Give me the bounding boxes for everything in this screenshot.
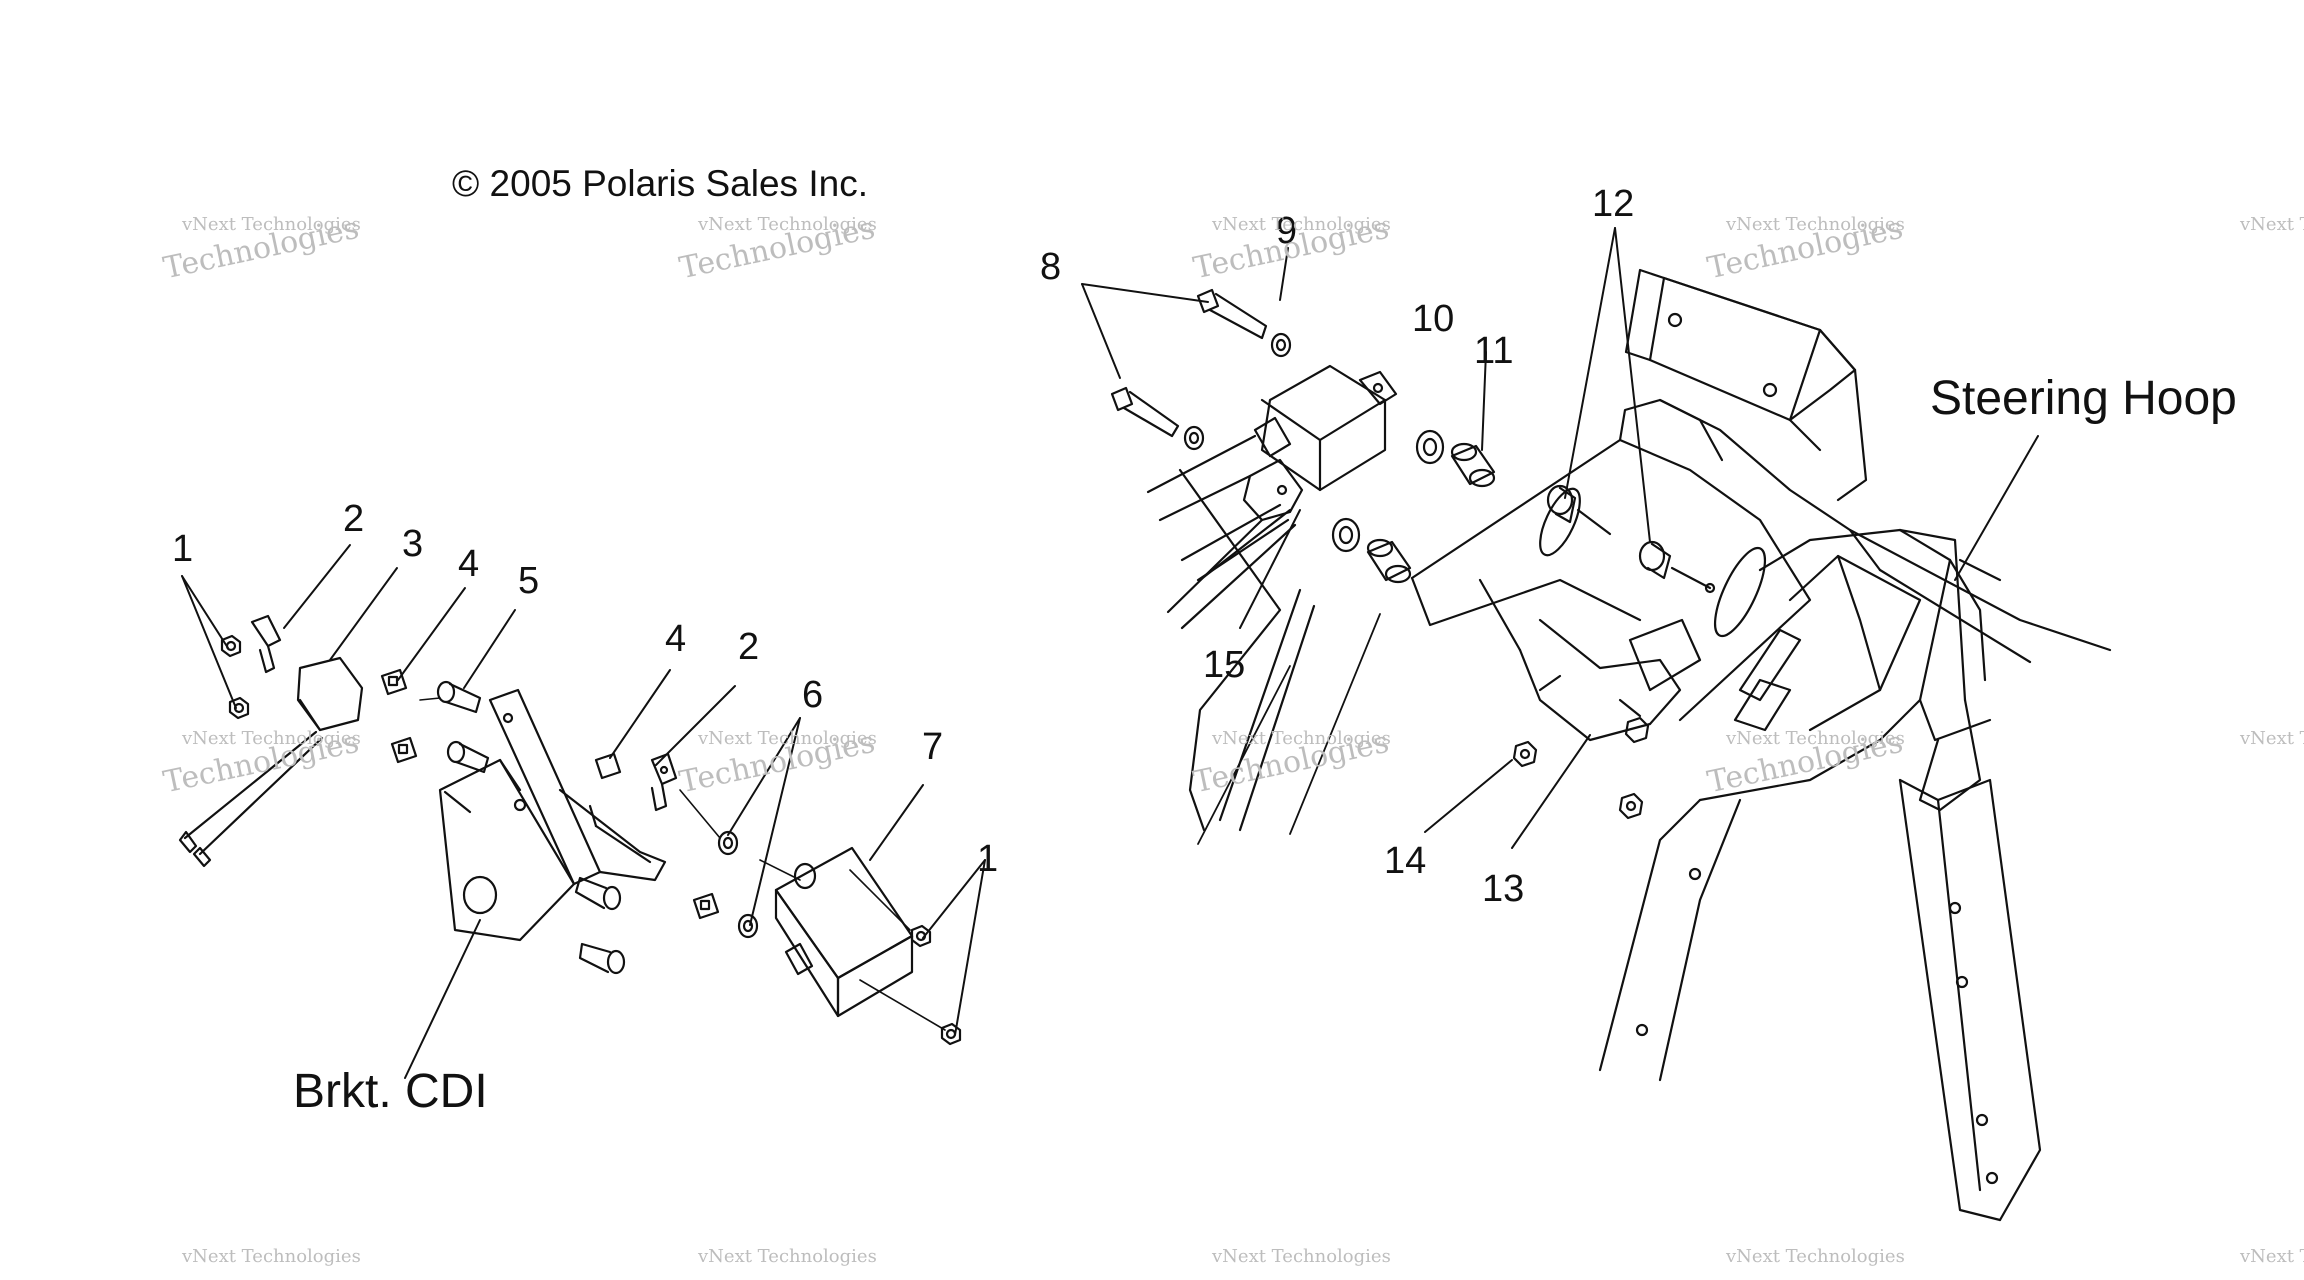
rivet-upper <box>574 876 622 911</box>
callout-9: 9 <box>1276 210 1298 252</box>
bolt-8-lower <box>1110 386 1180 438</box>
label-brkt-cdi: Brkt. CDI <box>293 1065 488 1118</box>
callout-15: 15 <box>1203 644 1246 686</box>
callout-4: 4 <box>458 543 480 585</box>
spacers-10 <box>1331 429 1445 553</box>
nut-right-upper <box>910 924 932 948</box>
bushings-11 <box>1366 442 1496 584</box>
label-steering-hoop: Steering Hoop <box>1930 372 2237 425</box>
steering-hoop-frame <box>1410 268 2112 1222</box>
washers-6 <box>717 830 759 939</box>
square-washers-left <box>380 668 720 920</box>
callout-10: 10 <box>1412 298 1455 340</box>
callout-3: 3 <box>402 523 424 565</box>
callout-2: 2 <box>343 498 365 540</box>
callout-14: 14 <box>1384 840 1427 882</box>
cdi-box <box>774 846 914 1018</box>
callout-2: 2 <box>738 626 760 668</box>
callout-4: 4 <box>665 618 687 660</box>
callout-8: 8 <box>1040 246 1062 288</box>
ignition-coil <box>1146 364 1398 630</box>
nut-right-lower <box>940 1022 962 1046</box>
nut-upper-left <box>220 634 242 658</box>
callout-13: 13 <box>1482 868 1525 910</box>
rivet-lower <box>578 942 626 975</box>
clip-left <box>250 614 282 674</box>
callout-6: 6 <box>802 674 824 716</box>
bolt-8-upper <box>1196 288 1268 340</box>
callout-1: 1 <box>172 528 194 570</box>
copyright-notice: © 2005 Polaris Sales Inc. <box>452 163 868 204</box>
bracket-cdi <box>438 688 667 942</box>
bolts-12 <box>1546 484 1716 594</box>
lock-washers-9 <box>1183 332 1292 451</box>
bolt-upper <box>436 680 482 714</box>
callout-12: 12 <box>1592 183 1635 225</box>
perspective-lines <box>1197 613 1381 845</box>
callout-11: 11 <box>1474 330 1514 372</box>
callout-5: 5 <box>518 560 540 602</box>
leader-lines-left <box>181 544 986 1079</box>
bolt-lower <box>446 740 490 774</box>
nuts-14 <box>1512 716 1650 820</box>
callout-7: 7 <box>922 726 944 768</box>
callout-1: 1 <box>977 838 999 880</box>
regulator-part <box>178 656 364 868</box>
nut-lower-left <box>228 696 250 720</box>
assembly-axis-left <box>419 697 946 1031</box>
coil-wires <box>1178 468 1316 832</box>
clip-right <box>650 752 678 812</box>
leader-lines-right <box>1081 227 2039 849</box>
